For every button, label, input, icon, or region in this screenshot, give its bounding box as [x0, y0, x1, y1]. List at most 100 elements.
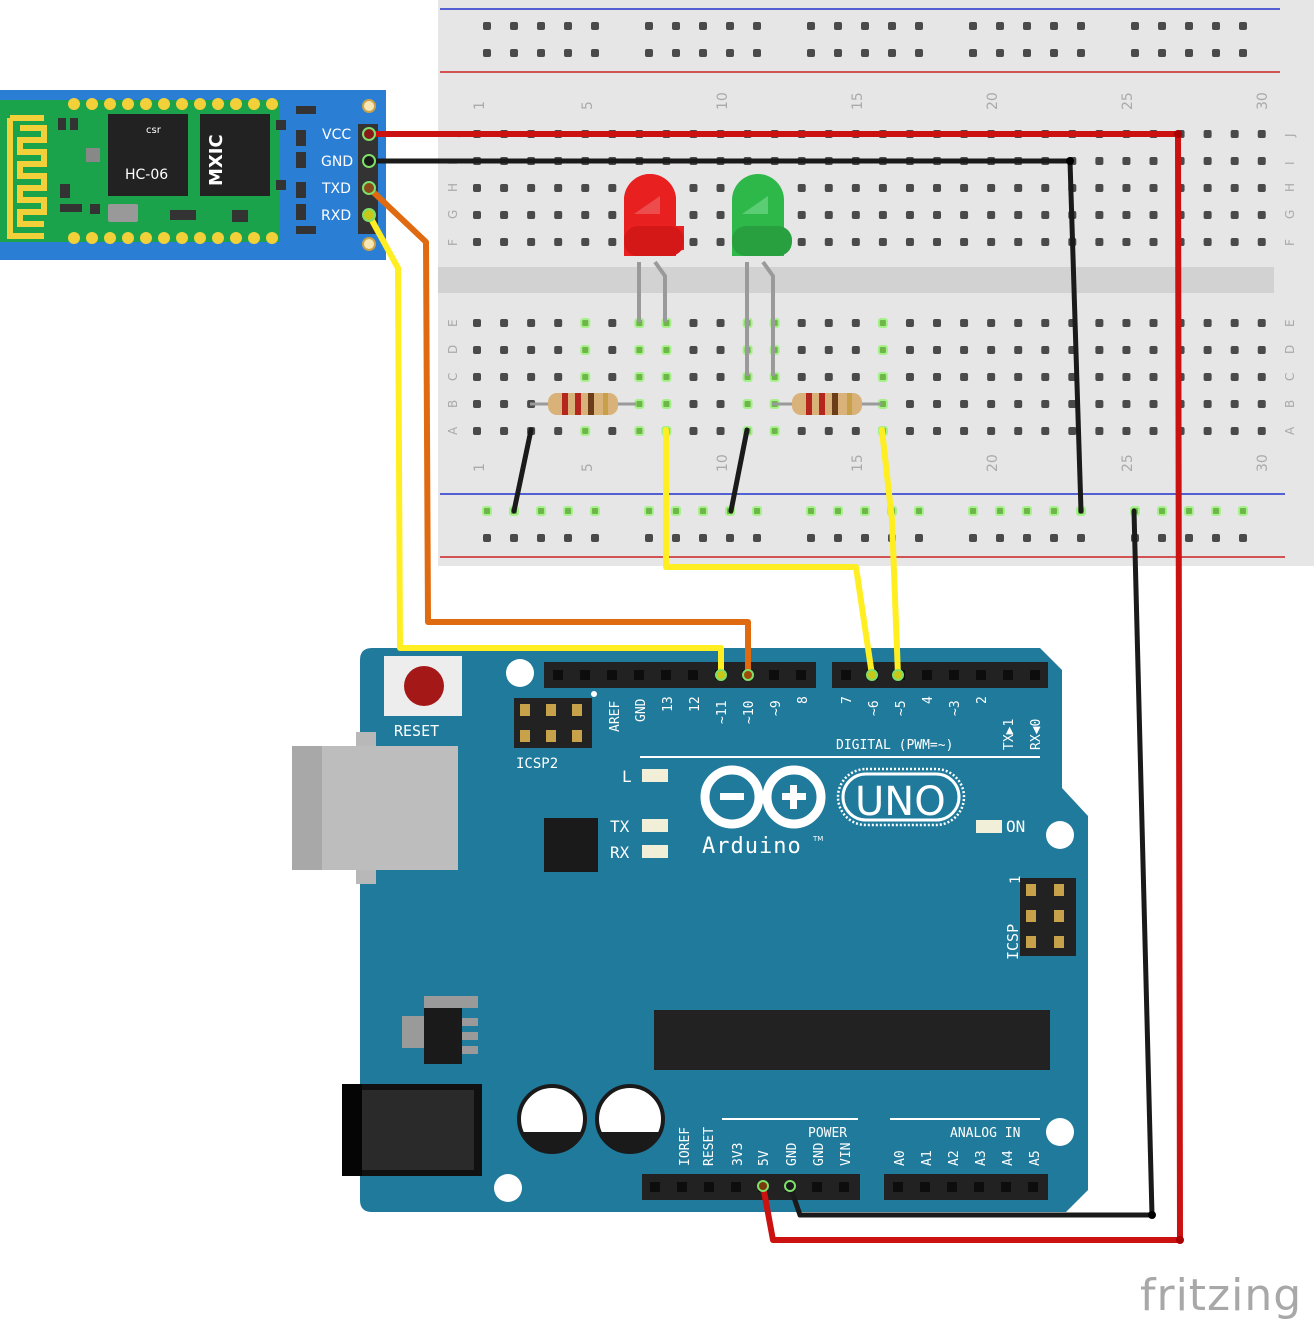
breadboard-hole — [1185, 22, 1193, 30]
breadboard-hole — [536, 506, 546, 516]
digital-pin-labels: AREF GND 13 12 ~11 ~10 ~9 8 7 ~6 ~5 4 ~3… — [608, 696, 1044, 750]
breadboard-hole — [752, 506, 762, 516]
mounting-hole — [1046, 1118, 1074, 1146]
header-socket[interactable] — [812, 1182, 822, 1192]
header-socket[interactable] — [634, 670, 644, 680]
breadboard-hole — [851, 238, 860, 246]
resistor-1 — [530, 393, 636, 415]
header-socket[interactable] — [839, 1182, 849, 1192]
pin-label-a0: A0 — [893, 1150, 908, 1166]
breadboard-hole — [554, 427, 563, 435]
icsp-pin1-label: 1 — [1008, 876, 1024, 884]
breadboard-hole — [473, 238, 481, 246]
breadboard-hole — [473, 346, 481, 354]
breadboard-hole — [500, 346, 509, 354]
breadboard-hole — [554, 319, 563, 327]
header-socket[interactable] — [731, 1182, 741, 1192]
header-socket[interactable] — [1003, 670, 1013, 680]
row-letter-f-right: F — [1283, 239, 1297, 246]
breadboard-hole — [1230, 346, 1239, 354]
header-socket[interactable] — [1030, 670, 1040, 680]
header-socket[interactable] — [661, 670, 671, 680]
breadboard-hole — [689, 238, 698, 246]
breadboard-hole — [1230, 400, 1239, 408]
header-socket[interactable] — [607, 670, 617, 680]
breadboard-hole — [473, 211, 481, 219]
breadboard-hole — [608, 238, 617, 246]
breadboard-hole — [1257, 211, 1266, 219]
column-number-20-bottom: 20 — [985, 454, 1001, 472]
breadboard-hole — [987, 400, 996, 408]
header-socket[interactable] — [769, 670, 779, 680]
breadboard-hole — [824, 319, 833, 327]
header-socket[interactable] — [893, 1182, 903, 1192]
breadboard-hole — [1184, 506, 1194, 516]
breadboard-hole — [1157, 506, 1167, 516]
header-socket[interactable] — [796, 670, 806, 680]
hc06-pin-rxd: RXD — [321, 208, 351, 224]
header-socket[interactable] — [947, 1182, 957, 1192]
breadboard-hole — [1149, 238, 1158, 246]
breadboard-hole — [1238, 506, 1248, 516]
breadboard-hole — [914, 506, 924, 516]
breadboard-hole — [987, 184, 996, 192]
breadboard-hole — [1203, 400, 1212, 408]
breadboard-hole — [1095, 319, 1104, 327]
pin-label-5v: 5V — [757, 1150, 772, 1166]
header-socket[interactable] — [922, 670, 932, 680]
header-socket[interactable] — [704, 1182, 714, 1192]
wire-rail-gnd — [787, 508, 1155, 1218]
breadboard-hole — [1023, 534, 1031, 542]
breadboard-hole — [861, 49, 869, 57]
breadboard-hole — [987, 238, 996, 246]
breadboard-hole — [634, 426, 645, 436]
brand-label: Arduino — [702, 834, 802, 859]
breadboard-hole — [851, 373, 860, 381]
header-socket[interactable] — [580, 670, 590, 680]
breadboard-hole — [1122, 373, 1131, 381]
breadboard-hole — [699, 49, 707, 57]
breadboard-hole — [960, 184, 969, 192]
reset-button[interactable] — [404, 666, 444, 706]
breadboard-hole — [797, 346, 806, 354]
breadboard-hole — [877, 345, 888, 355]
header-socket[interactable] — [841, 670, 851, 680]
breadboard-hole — [483, 49, 491, 57]
breadboard-hole — [1149, 400, 1158, 408]
header-socket[interactable] — [650, 1182, 660, 1192]
row-letter-c-left: C — [446, 373, 460, 381]
pin-label-3v3: 3V3 — [731, 1143, 746, 1166]
breadboard-hole — [473, 400, 481, 408]
breadboard-hole — [527, 238, 536, 246]
breadboard-hole — [753, 534, 761, 542]
resistor-2 — [772, 393, 882, 415]
breadboard-hole — [1185, 534, 1193, 542]
breadboard-hole — [861, 22, 869, 30]
breadboard-hole — [1203, 211, 1212, 219]
header-socket[interactable] — [920, 1182, 930, 1192]
header-socket[interactable] — [976, 670, 986, 680]
breadboard-hole — [905, 211, 914, 219]
header-socket[interactable] — [553, 670, 563, 680]
breadboard-hole — [1095, 184, 1104, 192]
breadboard-hole — [716, 346, 725, 354]
breadboard-hole — [807, 49, 815, 57]
header-socket[interactable] — [1001, 1182, 1011, 1192]
breadboard-hole — [1257, 346, 1266, 354]
csr-label: csr — [146, 125, 162, 136]
breadboard-hole — [1095, 427, 1104, 435]
capacitor-1 — [517, 1084, 587, 1154]
header-socket[interactable] — [688, 670, 698, 680]
breadboard-hole — [995, 506, 1005, 516]
header-socket[interactable] — [949, 670, 959, 680]
header-socket[interactable] — [974, 1182, 984, 1192]
breadboard-hole — [996, 534, 1004, 542]
breadboard-hole — [672, 49, 680, 57]
breadboard-hole — [1239, 22, 1247, 30]
breadboard-hole — [699, 534, 707, 542]
header-socket[interactable] — [1028, 1182, 1038, 1192]
breadboard-hole — [527, 319, 536, 327]
header-socket[interactable] — [677, 1182, 687, 1192]
breadboard-hole — [1257, 400, 1266, 408]
breadboard-hole — [510, 49, 518, 57]
